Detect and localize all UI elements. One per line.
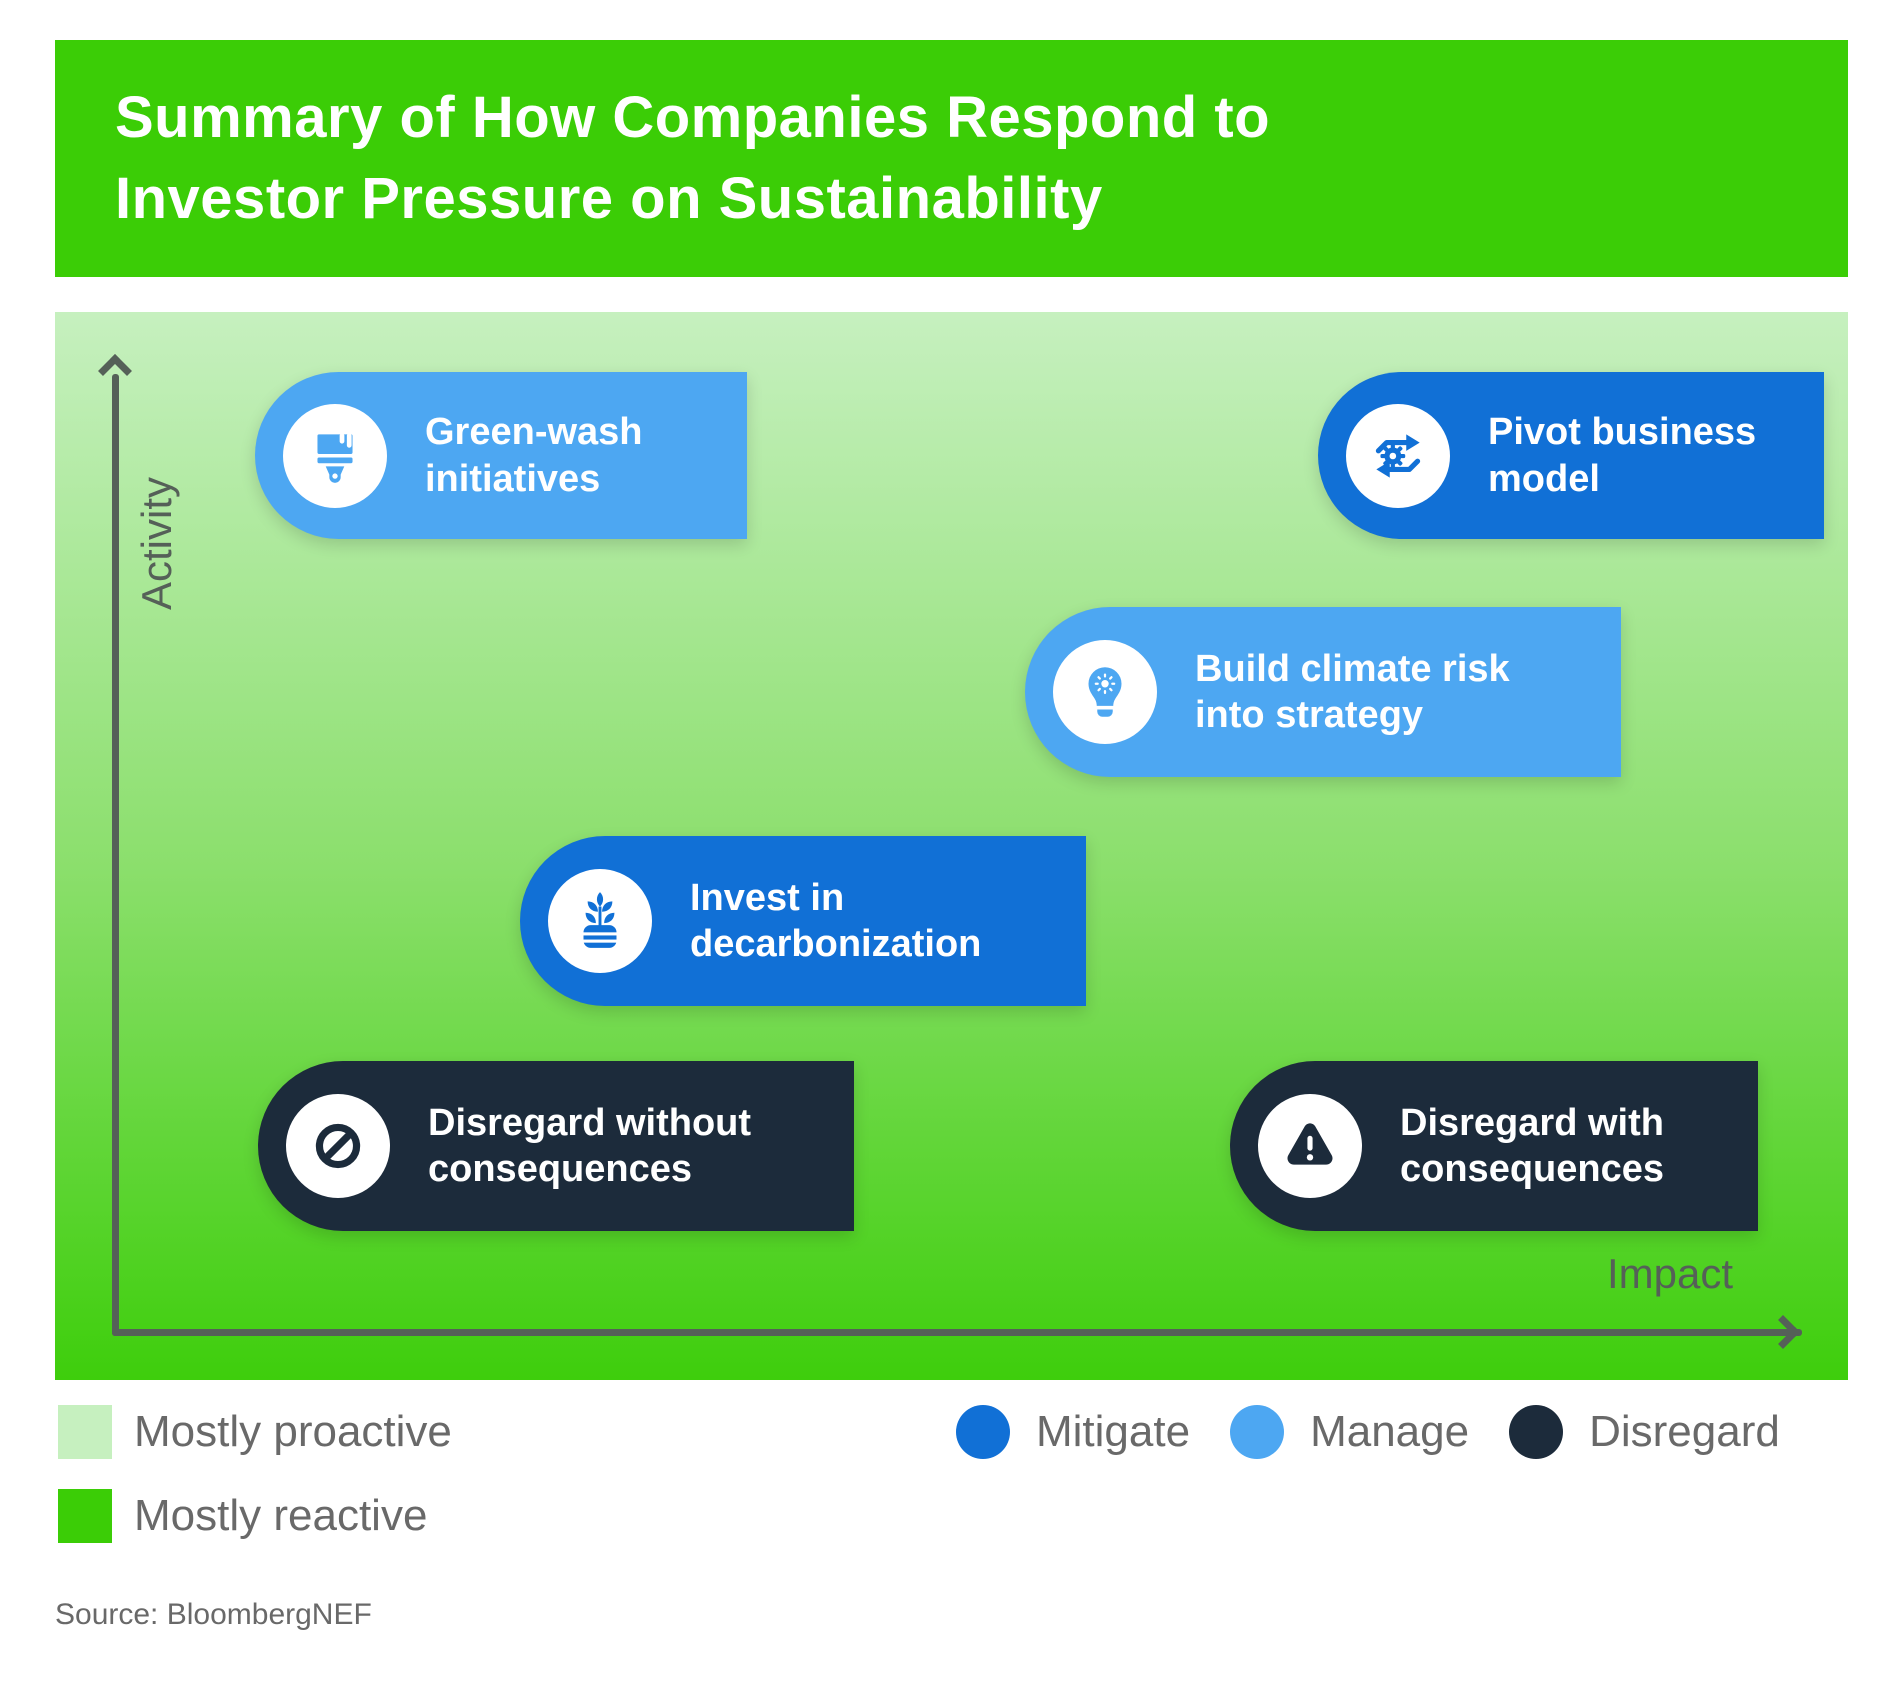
legend-label-mostly-reactive: Mostly reactive: [134, 1491, 428, 1540]
legend-swatch-mostly-reactive: [58, 1489, 112, 1543]
x-axis-label: Impact: [1607, 1250, 1734, 1297]
legend-label-disregard: Disregard: [1589, 1407, 1780, 1456]
prohibition-icon: [286, 1094, 390, 1198]
lightbulb-icon: [1053, 640, 1157, 744]
plant-coins-icon: [548, 869, 652, 973]
source-attribution: Source: BloombergNEF: [55, 1598, 372, 1631]
x-axis-arrowhead-icon: [1766, 1315, 1800, 1349]
y-axis-line: [112, 374, 119, 1336]
paintbrush-icon: [283, 403, 387, 508]
legend-item-mitigate: Mitigate: [956, 1405, 1190, 1459]
mitigate-dot-icon: [956, 1405, 1010, 1459]
legend-label-manage: Manage: [1310, 1407, 1470, 1456]
y-axis-label: Activity: [133, 476, 180, 610]
legend-label-mitigate: Mitigate: [1036, 1407, 1191, 1456]
category-legend: Mitigate Manage Disregard: [956, 1405, 1780, 1459]
disregard-dot-icon: [1509, 1405, 1564, 1459]
x-axis-line: [112, 1329, 1802, 1336]
y-axis-arrowhead-icon: [98, 354, 132, 388]
legend-item-disregard: Disregard: [1509, 1405, 1780, 1459]
warning-triangle-icon: [1258, 1094, 1362, 1198]
legend-swatch-mostly-proactive: [58, 1405, 112, 1459]
pivot-arrows-gear-icon: [1346, 403, 1450, 508]
legend-label-mostly-proactive: Mostly proactive: [134, 1407, 452, 1456]
legend-item-manage: Manage: [1230, 1405, 1469, 1459]
manage-dot-icon: [1230, 1405, 1285, 1459]
